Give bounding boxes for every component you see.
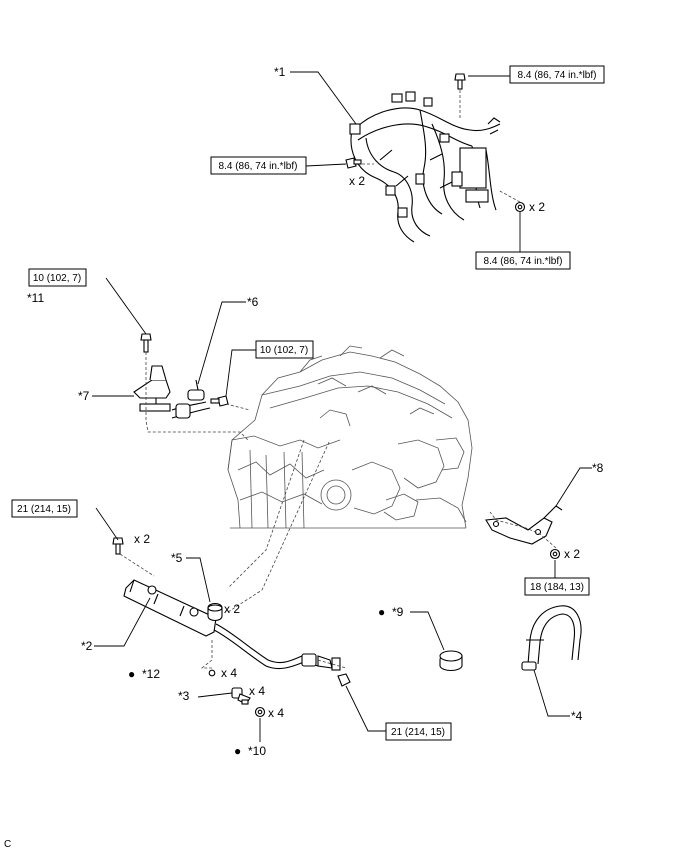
callout-2: *2: [81, 639, 93, 653]
qty-bracket-nut: x 2: [564, 547, 580, 561]
qty-delivery-bolt: x 2: [134, 532, 150, 546]
callout-7: *7: [78, 389, 90, 403]
callout-11: *11: [27, 291, 44, 305]
qty-injector: x 4: [249, 684, 265, 698]
torque-box-delivery-bolt: 21 (214, 15): [11, 499, 78, 518]
engine-assembly-drawing: [227, 345, 473, 529]
harness-nut-right: [514, 201, 526, 213]
qty-harness-right: x 2: [529, 200, 545, 214]
callout-1: *1: [274, 65, 286, 79]
o-ring: [208, 669, 216, 677]
leader-lines: [92, 71, 592, 742]
callout-3: *3: [178, 689, 190, 703]
bolt-upper-left: [140, 333, 152, 353]
torque-box-bolt-upper-left: 10 (102, 7): [28, 268, 87, 287]
fuel-pipe-union-bolt: [331, 657, 351, 687]
torque-box-bolt-clamp: 10 (102, 7): [255, 340, 314, 359]
qty-spacer: x 2: [224, 602, 240, 616]
torque-box-harness-top: 8.4 (86, 74 in.*lbf): [509, 65, 605, 84]
callout-4: *4: [571, 709, 583, 723]
bullet-10: ●: [234, 744, 241, 758]
delivery-pipe-spacer: [207, 602, 223, 622]
clamp-bracket: [133, 365, 171, 412]
torque-box-harness-left: 8.4 (86, 74 in.*lbf): [210, 156, 307, 175]
svg-text:8.4 (86, 74 in.*lbf): 8.4 (86, 74 in.*lbf): [219, 161, 298, 172]
fuel-hose: [521, 605, 582, 671]
svg-text:21 (214, 15): 21 (214, 15): [391, 727, 445, 738]
svg-text:8.4 (86, 74 in.*lbf): 8.4 (86, 74 in.*lbf): [484, 256, 563, 267]
fuel-hose-clamp: [439, 650, 463, 672]
callout-5: *5: [171, 551, 183, 565]
svg-text:8.4 (86, 74 in.*lbf): 8.4 (86, 74 in.*lbf): [518, 70, 597, 81]
svg-text:10 (102, 7): 10 (102, 7): [33, 273, 81, 284]
callout-10: *10: [248, 744, 266, 758]
svg-text:10 (102, 7): 10 (102, 7): [260, 345, 308, 356]
bullet-9: ●: [378, 605, 385, 619]
delivery-pipe-bolt: [112, 537, 124, 555]
bracket-nut: [549, 548, 561, 560]
callout-12: *12: [142, 667, 160, 681]
bullet-12: ●: [128, 667, 135, 681]
fuel-pipe-bracket: [485, 505, 563, 545]
fuel-injector: [231, 687, 251, 705]
torque-box-harness-right: 8.4 (86, 74 in.*lbf): [475, 251, 571, 270]
qty-insulator: x 4: [268, 706, 284, 720]
figure-code: C: [4, 839, 11, 850]
callout-6: *6: [247, 295, 259, 309]
callout-8: *8: [592, 461, 604, 475]
assembly-guide-lines: [119, 90, 557, 669]
engine-wire-harness: [349, 91, 501, 243]
qty-harness-left: x 2: [349, 174, 365, 188]
torque-box-fuel-pipe: 21 (214, 15): [385, 722, 452, 741]
fuel-delivery-pipe: [123, 579, 333, 670]
injector-insulator: [254, 706, 266, 718]
torque-box-bracket: 18 (184, 13): [524, 577, 590, 596]
fuel-hose-connector: [171, 379, 211, 419]
svg-text:21 (214, 15): 21 (214, 15): [17, 504, 71, 515]
harness-bolt-left: [345, 157, 362, 169]
harness-bolt-top: [454, 73, 466, 90]
bolt-clamp: [210, 395, 229, 407]
callout-9: *9: [392, 605, 404, 619]
qty-o-ring: x 4: [221, 666, 237, 680]
svg-text:18 (184, 13): 18 (184, 13): [530, 582, 584, 593]
